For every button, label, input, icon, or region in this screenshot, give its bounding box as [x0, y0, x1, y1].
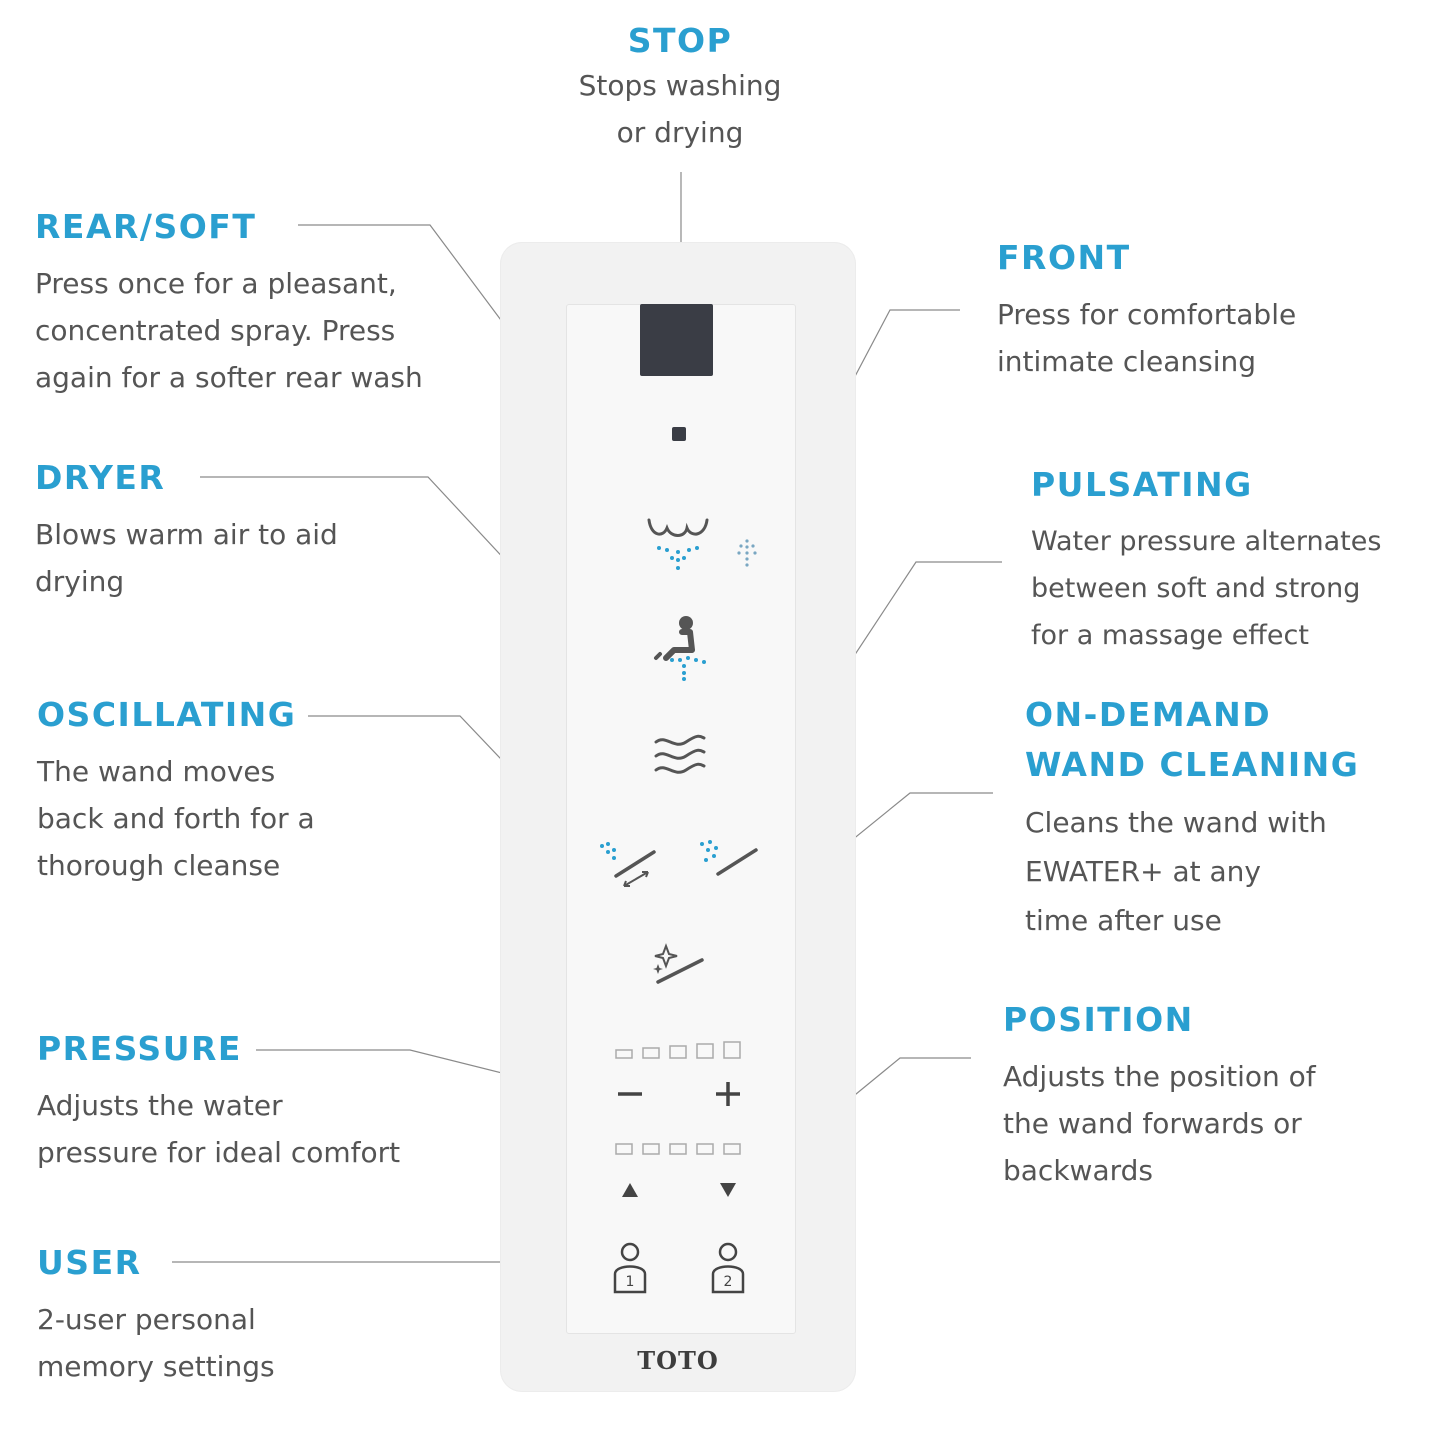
callout-front: FRONT Press for comfortable intimate cle…: [997, 233, 1296, 385]
up-arrow-icon: [622, 1183, 638, 1197]
pressure-plus-button[interactable]: [714, 1080, 742, 1108]
callout-description: The wand moves back and forth for a thor…: [37, 755, 315, 882]
callout-title: USER: [37, 1243, 142, 1282]
wand-cleaning-icon: [653, 943, 704, 984]
callout-description: 2-user personal memory settings: [37, 1303, 275, 1383]
callout-title: PULSATING: [1031, 465, 1253, 504]
pressure-level-indicator: [615, 1041, 744, 1062]
callout-pressure: PRESSURE Adjusts the water pressure for …: [37, 1024, 400, 1176]
remote-control: 1 2 TOTO: [500, 242, 856, 1392]
callout-title: OSCILLATING: [37, 695, 297, 734]
callout-description: Adjusts the position of the wand forward…: [1003, 1060, 1316, 1187]
rear-wash-icon: [647, 518, 709, 570]
callout-title: POSITION: [1003, 1000, 1194, 1039]
callout-description: Water pressure alternates between soft a…: [1031, 526, 1382, 651]
user-2-number: 2: [724, 1274, 733, 1290]
stop-icon: [672, 427, 686, 441]
callout-title: FRONT: [997, 238, 1131, 277]
soft-spray-indicator: [735, 538, 759, 568]
user-1-button[interactable]: 1: [612, 1242, 648, 1294]
rear-soft-button[interactable]: [645, 514, 711, 572]
callout-user: USER 2-user personal memory settings: [37, 1238, 275, 1390]
oscillating-icon: [600, 842, 656, 887]
brand-logo: TOTO: [637, 1346, 719, 1375]
callout-pulsating: PULSATING Water pressure alternates betw…: [1031, 460, 1381, 659]
down-arrow-icon: [720, 1183, 736, 1197]
button-panel: [566, 304, 796, 1334]
callout-stop: STOP Stops washing or drying: [530, 16, 830, 156]
position-level-indicator: [615, 1142, 744, 1158]
callout-title: STOP: [627, 21, 733, 60]
callout-position: POSITION Adjusts the position of the wan…: [1003, 995, 1316, 1194]
callout-rear-soft: REAR/SOFT Press once for a pleasant, con…: [35, 202, 423, 401]
pressure-minus-button[interactable]: [616, 1080, 644, 1108]
callout-title: PRESSURE: [37, 1029, 242, 1068]
wand-cleaning-button[interactable]: [650, 942, 708, 988]
user-1-icon: 1: [613, 1242, 647, 1294]
callout-description: Cleans the wand with EWATER+ at any time…: [1025, 806, 1327, 937]
callout-description: Stops washing or drying: [578, 69, 782, 149]
position-forward-button[interactable]: [621, 1182, 639, 1198]
position-backward-button[interactable]: [719, 1182, 737, 1198]
callout-description: Blows warm air to aid drying: [35, 518, 338, 598]
callout-oscillating: OSCILLATING The wand moves back and fort…: [37, 690, 315, 889]
pulsating-icon: [700, 840, 758, 876]
soft-spray-icon: [737, 539, 757, 567]
user-2-button[interactable]: 2: [710, 1242, 746, 1294]
front-wash-icon: [654, 616, 706, 681]
callout-dryer: DRYER Blows warm air to aid drying: [35, 453, 338, 605]
callout-description: Adjusts the water pressure for ideal com…: [37, 1089, 401, 1169]
callout-title: ON-DEMAND WAND CLEANING: [1025, 695, 1360, 784]
dryer-button[interactable]: [652, 732, 708, 776]
front-button[interactable]: [652, 614, 710, 681]
stop-button[interactable]: [672, 427, 686, 441]
plus-icon: [716, 1082, 740, 1106]
callout-title: REAR/SOFT: [35, 207, 257, 246]
user-2-icon: 2: [711, 1242, 745, 1294]
callout-description: Press once for a pleasant, concentrated …: [35, 267, 423, 394]
minus-icon: [618, 1092, 642, 1096]
pulsating-button[interactable]: [696, 838, 760, 884]
oscillating-button[interactable]: [598, 838, 660, 890]
callout-wand-cleaning: ON-DEMAND WAND CLEANING Cleans the wand …: [1025, 690, 1359, 945]
dryer-icon: [654, 734, 706, 774]
callout-title: DRYER: [35, 458, 166, 497]
display-screen: [640, 304, 713, 376]
user-1-number: 1: [626, 1274, 635, 1290]
callout-description: Press for comfortable intimate cleansing: [997, 298, 1297, 378]
